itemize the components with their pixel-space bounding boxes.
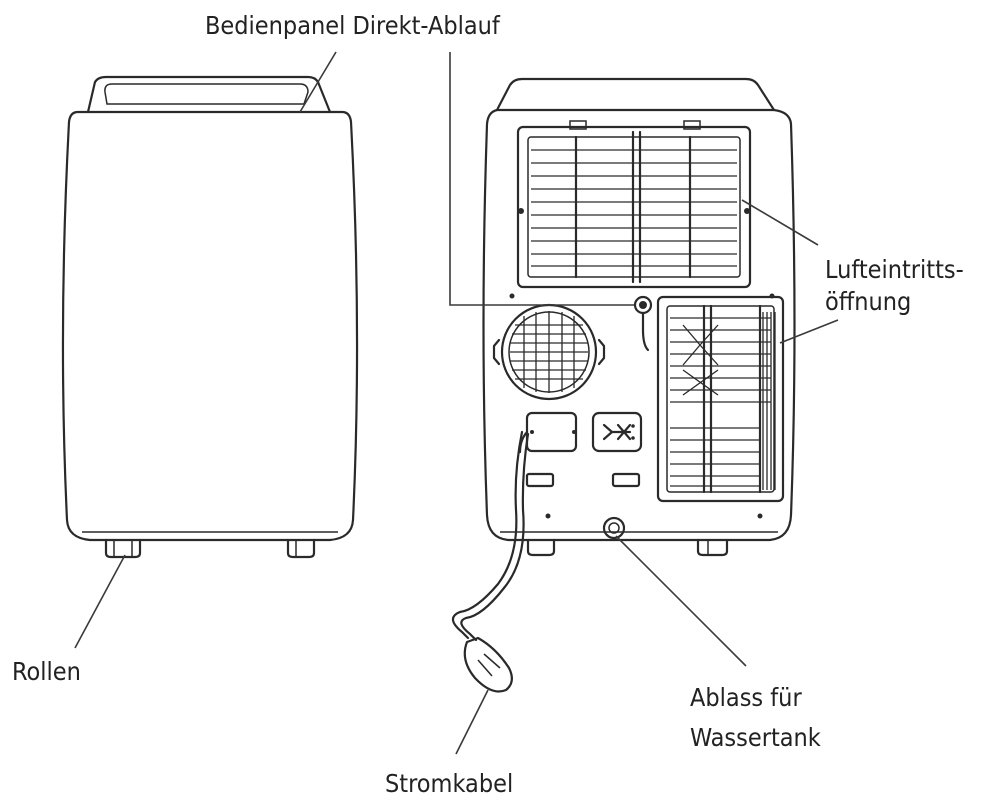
lower-grille-ribs [702,304,762,494]
lower-grille-bars-bottom [670,427,760,487]
power-socket-box [518,411,578,454]
exhaust-grille-vertical [523,311,575,393]
label-power-cable: Stromkabel [385,769,514,798]
unit-front-view [61,75,359,559]
leader-control-panel [299,51,337,113]
leader-power-cable [455,689,489,755]
housing-screws [509,208,775,519]
leader-drain [615,535,747,667]
direct-drain-port [633,295,653,352]
exhaust-clip-right [597,338,606,366]
back-wheel-left [526,538,556,557]
lower-air-filter-grille [656,295,785,503]
front-body [61,110,359,542]
leader-air-inlet-upper [741,199,819,246]
handle-slot-left [525,472,555,488]
upper-grille-tab-right [683,120,701,130]
label-control-panel-direct-drain: Bedienpanel Direkt-Ablauf [205,11,500,40]
back-body [482,108,796,542]
front-wheel-left [104,538,142,559]
back-wheel-right [696,538,729,557]
front-wheel-left-hub [113,540,133,557]
power-plug [463,636,513,693]
unit-back-view [451,77,796,693]
front-control-strip [104,83,309,105]
power-cable-drawing [451,430,530,693]
upper-grille-tab-left [569,120,587,130]
warning-icon [602,423,632,441]
lower-grille-bars-top [670,317,771,403]
back-top-cap [495,77,776,112]
leader-air-inlet-lower [779,319,839,344]
leader-wheels [74,554,126,649]
water-tank-drain-plug [602,516,626,540]
lower-grille-mesh [682,324,719,396]
label-drain-line1: Ablass für [690,683,802,712]
warning-symbol-plate [591,411,643,453]
exhaust-clip-left [492,338,501,366]
leader-direct-drain [449,52,634,306]
label-wheels: Rollen [12,657,81,686]
exhaust-outlet [492,303,606,401]
upper-air-filter-grille [516,120,752,289]
upper-grille-ribs [574,130,692,284]
lower-grille-side-slats [762,312,776,490]
label-drain-line2: Wassertank [690,723,821,752]
front-wheel-right [286,538,316,559]
handle-slot-right [611,472,641,488]
label-air-inlet-line2: öffnung [825,287,912,316]
front-top-cap [86,75,332,114]
label-air-inlet-line1: Lufteintritts- [825,255,964,284]
